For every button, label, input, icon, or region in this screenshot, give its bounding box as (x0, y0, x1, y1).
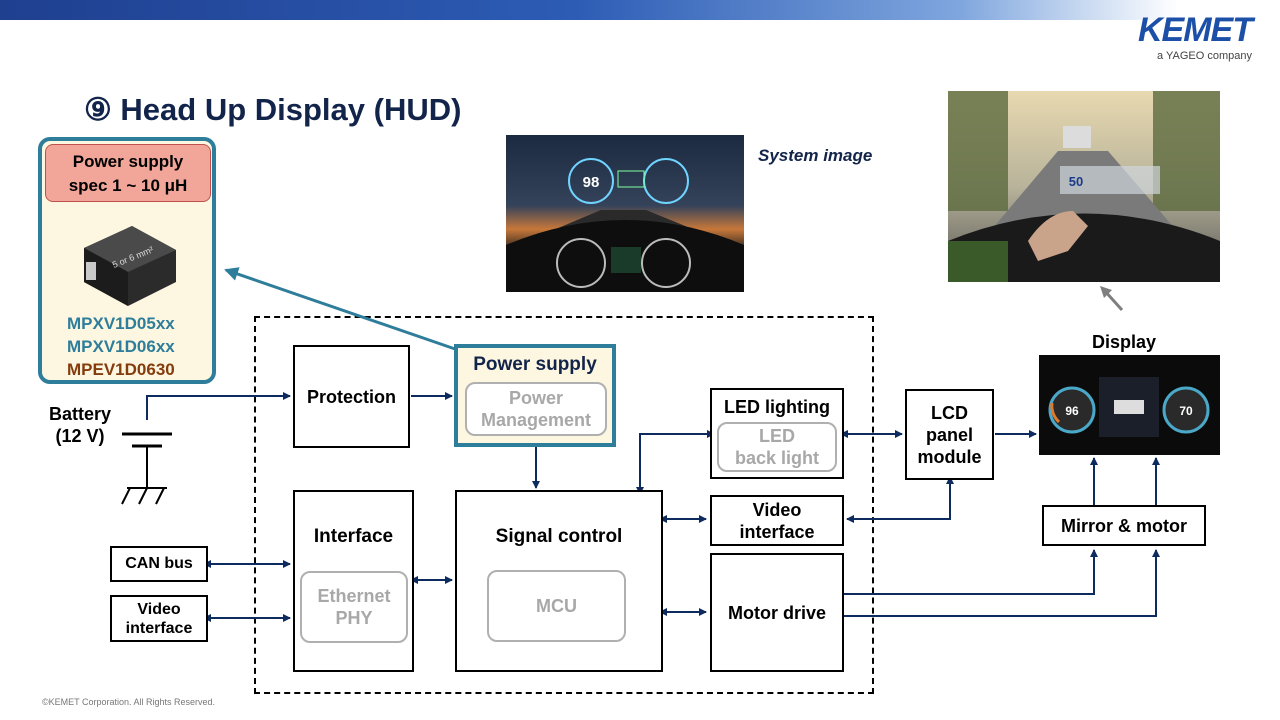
inductor-image: 5 or 6 mm² (84, 226, 176, 306)
battery-line-2: (12 V) (55, 426, 105, 446)
protection-block: Protection (293, 345, 410, 448)
brand-sub: a YAGEO company (1157, 50, 1252, 62)
spec-line-1: Power supply (72, 152, 184, 171)
top-gradient-bar (0, 0, 1280, 20)
led-backlight-block: LED back light (717, 422, 837, 472)
battery-label: Battery (12 V) (40, 403, 120, 447)
mcu-block: MCU (487, 570, 626, 642)
brand-name: KEMET (1138, 11, 1253, 49)
ethernet-line-1: Ethernet (317, 586, 391, 606)
lcd-line-2: panel (925, 424, 973, 445)
hud-day-illustration: 50 (948, 91, 1220, 282)
hud-speed-right: 50 (1069, 174, 1083, 189)
led-lighting-label: LED lighting (724, 397, 830, 417)
lcd-line-3: module (917, 446, 982, 467)
signal-control-label: Signal control (495, 526, 623, 547)
panel-speed-left: 96 (1065, 404, 1079, 418)
power-management-line-2: Management (480, 410, 592, 430)
copyright-footer: ©KEMET Corporation. All Rights Reserved. (42, 697, 216, 707)
hud-speed-left: 98 (583, 174, 600, 191)
video-interface-line-1: Video (752, 499, 802, 520)
display-panel-illustration: 96 70 (1039, 355, 1220, 455)
display-label: Display (1091, 332, 1157, 352)
ethernet-phy-block: Ethernet PHY (300, 571, 408, 643)
video-interface-block: Video interface (710, 495, 844, 546)
panel-speed-right: 70 (1179, 404, 1193, 418)
mirror-motor-block: Mirror & motor (1042, 505, 1206, 546)
arrow-to-hud-photo (1100, 286, 1124, 312)
power-supply-block-label: Power supply (473, 354, 597, 375)
battery-line-1: Battery (48, 404, 112, 424)
hud-day-photo: 50 (948, 91, 1220, 282)
led-backlight-line-2: back light (734, 448, 819, 468)
ethernet-line-2: PHY (335, 608, 373, 628)
part-number-1: MPXV1D05xx (67, 314, 175, 333)
kemet-logo: KEMET a YAGEO company (1112, 11, 1253, 68)
power-supply-spec-badge: Power supply spec 1 ~ 10 μH (45, 144, 211, 202)
hud-night-illustration: 98 (506, 135, 744, 292)
system-image-caption: System image (758, 146, 873, 165)
can-bus-block: CAN bus (110, 546, 208, 582)
power-management-block: Power Management (465, 382, 607, 436)
video-interface-line-2: interface (739, 521, 815, 542)
motor-drive-block: Motor drive (710, 553, 844, 672)
part-number-3: MPEV1D0630 (67, 360, 175, 379)
video-interface-external-block: Video interface (110, 595, 208, 642)
spec-line-2: spec 1 ~ 10 μH (68, 176, 188, 195)
lcd-line-1: LCD (931, 402, 968, 423)
display-panel-image: 96 70 (1039, 355, 1220, 455)
video-ext-line-1: Video (137, 600, 181, 618)
video-ext-line-2: interface (125, 619, 193, 637)
power-management-line-1: Power (508, 388, 564, 408)
part-number-2: MPXV1D06xx (67, 337, 175, 356)
led-backlight-line-1: LED (759, 426, 795, 446)
interface-label: Interface (313, 526, 394, 547)
page-title: ⑨ Head Up Display (HUD) (84, 92, 462, 127)
lcd-panel-module-block: LCD panel module (905, 389, 994, 480)
hud-night-photo: 98 (506, 135, 744, 292)
